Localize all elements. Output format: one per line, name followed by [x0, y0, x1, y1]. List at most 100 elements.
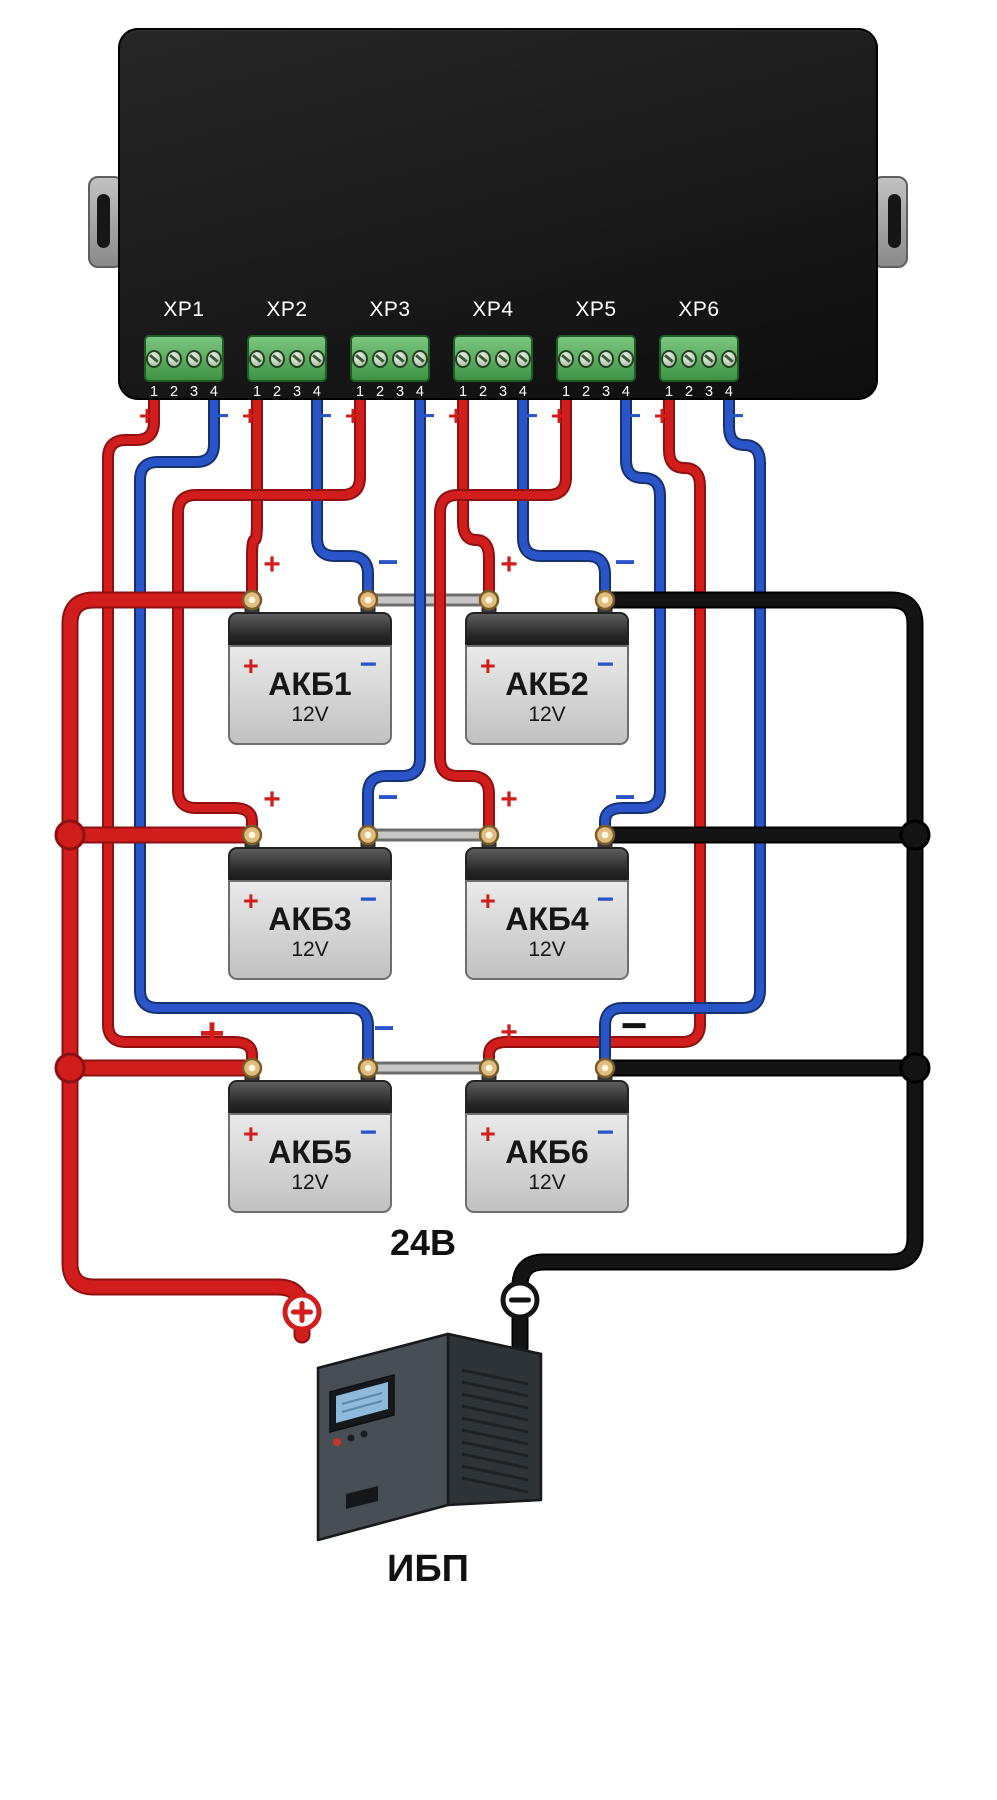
mounting-slot-icon	[888, 194, 901, 248]
battery-voltage: 12V	[291, 702, 329, 726]
terminal-block	[659, 335, 739, 382]
junction-dot	[899, 819, 931, 851]
pin-number: 4	[209, 384, 218, 400]
pin-number: 1	[665, 384, 674, 400]
ring-terminal-hole	[601, 596, 609, 604]
wire-xp6-akb6-plus	[485, 394, 704, 1072]
screw-terminal-icon	[515, 349, 531, 368]
battery-voltage: 12V	[291, 937, 329, 961]
pin-number: 3	[292, 384, 302, 400]
ups-power-button[interactable]	[333, 1438, 341, 1446]
pin-number: 3	[704, 384, 714, 400]
pin-number: 2	[478, 384, 488, 400]
connector-polarity: +−	[345, 402, 435, 432]
pin-number: 1	[459, 384, 468, 400]
battery-minus-mark: −	[596, 1116, 614, 1149]
screw-terminal-icon	[618, 349, 634, 368]
terminal-block	[247, 335, 327, 382]
connector-polarity: +−	[551, 402, 641, 432]
wire-xp5-akb4-plus	[436, 394, 570, 839]
battery-plus-mark: +	[480, 886, 496, 916]
wire-xp3-akb3-plus	[174, 394, 364, 839]
pin-number: 2	[169, 384, 179, 400]
battery-minus-mark: −	[596, 883, 614, 916]
wire-xp1-akb5-plus	[104, 394, 256, 1072]
screw-terminal-icon	[289, 349, 305, 368]
pin-number: 1	[356, 384, 365, 400]
ring-terminal-hole	[485, 1064, 493, 1072]
screw-terminal-icon	[661, 349, 677, 368]
pin-number: 4	[415, 384, 424, 400]
connector-label: XP6	[678, 298, 720, 321]
battery-top-band	[228, 847, 392, 880]
screw-terminal-icon	[598, 349, 614, 368]
terminal-block	[453, 335, 533, 382]
pin-number: 3	[395, 384, 405, 400]
pin-number: 4	[312, 384, 321, 400]
connector-polarity: +−	[654, 402, 744, 432]
screw-terminal-icon	[146, 349, 162, 368]
plus-label: +	[138, 400, 156, 431]
pin-number: 2	[684, 384, 694, 400]
ring-terminal-hole	[248, 596, 256, 604]
screw-terminal-icon	[269, 349, 285, 368]
ups-front-face	[316, 1332, 450, 1542]
battery-voltage: 12V	[528, 702, 566, 726]
screw-terminal-icon	[475, 349, 491, 368]
screw-terminal-icon	[206, 349, 222, 368]
screw-terminal-icon	[701, 349, 717, 368]
bus-voltage-label: 24В	[389, 1222, 457, 1263]
connector-label: XP4	[472, 298, 514, 321]
plus-label: +	[653, 400, 671, 431]
minus-label: −	[727, 400, 745, 431]
ups-menu-button[interactable]	[360, 1430, 368, 1438]
ring-terminal-hole	[248, 831, 256, 839]
battery-minus-mark: −	[359, 1116, 377, 1149]
ups-device	[316, 1332, 543, 1542]
screw-terminal-icon	[249, 349, 265, 368]
pin-number: 4	[518, 384, 527, 400]
screw-terminal-icon	[495, 349, 511, 368]
pin-number: 2	[375, 384, 385, 400]
minus-label: −	[624, 400, 642, 431]
connector-polarity: +−	[139, 402, 229, 432]
battery-name: АКБ1	[268, 666, 352, 702]
ring-terminal-hole	[601, 831, 609, 839]
connector-label: XP1	[163, 298, 205, 321]
terminal-block	[144, 335, 224, 382]
connector-polarity: +−	[242, 402, 332, 432]
battery-voltage: 12V	[528, 1170, 566, 1194]
pin-number: 3	[498, 384, 508, 400]
minus-label: −	[315, 400, 333, 431]
wire-xp2-akb1-minus	[313, 394, 372, 604]
ups-vent-grille-icon	[461, 1368, 529, 1494]
battery-voltage: 12V	[528, 937, 566, 961]
ups-lcd-line	[341, 1400, 383, 1413]
wire-xp1-akb5-minus	[136, 394, 372, 1072]
plus-label: +	[550, 400, 568, 431]
screw-terminal-icon	[412, 349, 428, 368]
ups-menu-button[interactable]	[347, 1434, 355, 1442]
pin-number: 3	[189, 384, 199, 400]
wire-xp3-akb3-minus	[364, 394, 424, 839]
pin-number: 3	[601, 384, 611, 400]
screw-terminal-icon	[578, 349, 594, 368]
ups-label: ИБП	[387, 1548, 469, 1590]
battery-top-band	[465, 612, 629, 645]
negative-bus-segment-0	[513, 593, 922, 1359]
pin-number: 2	[272, 384, 282, 400]
connector-label: XP3	[369, 298, 411, 321]
